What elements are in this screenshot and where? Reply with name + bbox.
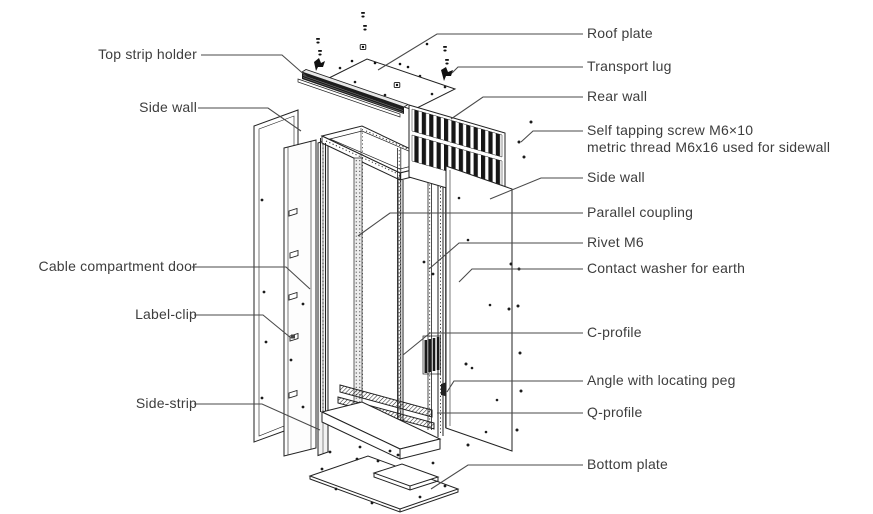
roof-plate-screw-marks bbox=[338, 66, 447, 97]
label-top-strip-holder: Top strip holder bbox=[98, 46, 197, 62]
label-clip-slot bbox=[288, 389, 298, 399]
nut-icon bbox=[393, 82, 401, 88]
label-parallel-coupling: Parallel coupling bbox=[587, 204, 694, 220]
label-clip-slot bbox=[288, 207, 298, 217]
leader-roof-plate bbox=[377, 33, 583, 71]
transport-lug-part bbox=[441, 67, 453, 81]
leader-top-strip-holder bbox=[201, 54, 308, 78]
leader-contact-washer bbox=[458, 268, 583, 283]
screw-icon bbox=[316, 38, 320, 44]
vent-block bbox=[422, 335, 441, 375]
label-rivet-m6: Rivet M6 bbox=[587, 234, 644, 250]
leader-label-clip bbox=[194, 314, 292, 339]
label-clip-slot bbox=[289, 249, 299, 259]
screw-icons bbox=[316, 12, 449, 69]
transport-lug-icons bbox=[314, 58, 453, 81]
screw-icon bbox=[445, 59, 449, 65]
screw-icon bbox=[318, 50, 322, 56]
top-strip-holder-part bbox=[297, 69, 409, 118]
label-bottom-plate: Bottom plate bbox=[587, 456, 668, 472]
label-rear-wall: Rear wall bbox=[587, 88, 648, 104]
leader-side-strip bbox=[194, 403, 321, 431]
screw-dots bbox=[260, 120, 533, 454]
label-transport-lug: Transport lug bbox=[587, 58, 672, 74]
label-self-tapping-screw-line2: metric thread M6x16 used for sidewall bbox=[587, 139, 831, 155]
leader-rivet-m6 bbox=[428, 242, 583, 270]
label-q-profile: Q-profile bbox=[587, 404, 643, 420]
label-label-clip: Label-clip bbox=[135, 306, 197, 322]
nut-icons bbox=[359, 44, 401, 88]
leader-c-profile bbox=[402, 332, 583, 356]
leader-angle-locating-peg bbox=[446, 380, 583, 393]
nut-icon bbox=[359, 44, 367, 50]
label-contact-washer: Contact washer for earth bbox=[587, 260, 746, 276]
transport-lug-part bbox=[314, 58, 325, 71]
leader-parallel-coupling bbox=[357, 212, 583, 237]
label-self-tapping-screw-line1: Self tapping screw M6×10 bbox=[587, 122, 754, 138]
screw-icon bbox=[443, 46, 447, 52]
label-roof-plate: Roof plate bbox=[587, 25, 653, 41]
leader-transport-lug bbox=[451, 66, 583, 74]
label-c-profile: C-profile bbox=[587, 324, 642, 340]
bottom-plate-part bbox=[308, 453, 460, 513]
label-clip-slot bbox=[288, 291, 298, 301]
label-clip-part bbox=[291, 334, 295, 339]
leader-side-wall-right bbox=[489, 177, 583, 200]
leader-side-wall-left bbox=[198, 107, 302, 132]
label-self-tapping-screw: Self tapping screw M6×10 metric thread M… bbox=[587, 122, 830, 156]
screw-icon bbox=[363, 25, 367, 31]
leader-bottom-plate bbox=[430, 464, 583, 490]
leader-rear-wall bbox=[450, 96, 583, 120]
label-side-wall-left: Side wall bbox=[139, 99, 197, 115]
leader-self-tapping-screw bbox=[520, 130, 583, 143]
side-strip-part bbox=[317, 138, 329, 457]
label-clip-slots bbox=[288, 207, 299, 399]
leader-lines bbox=[192, 33, 583, 490]
side-wall-right-part bbox=[445, 165, 513, 452]
label-angle-locating-peg: Angle with locating peg bbox=[587, 372, 736, 388]
label-cable-compartment-door: Cable compartment door bbox=[38, 258, 197, 274]
label-side-wall-right: Side wall bbox=[587, 169, 645, 185]
screw-icon bbox=[361, 12, 365, 18]
cable-compartment-door-part bbox=[283, 139, 317, 457]
frame-base bbox=[320, 401, 442, 460]
label-side-strip: Side-strip bbox=[135, 395, 197, 411]
leader-cable-compartment-door bbox=[192, 266, 311, 290]
